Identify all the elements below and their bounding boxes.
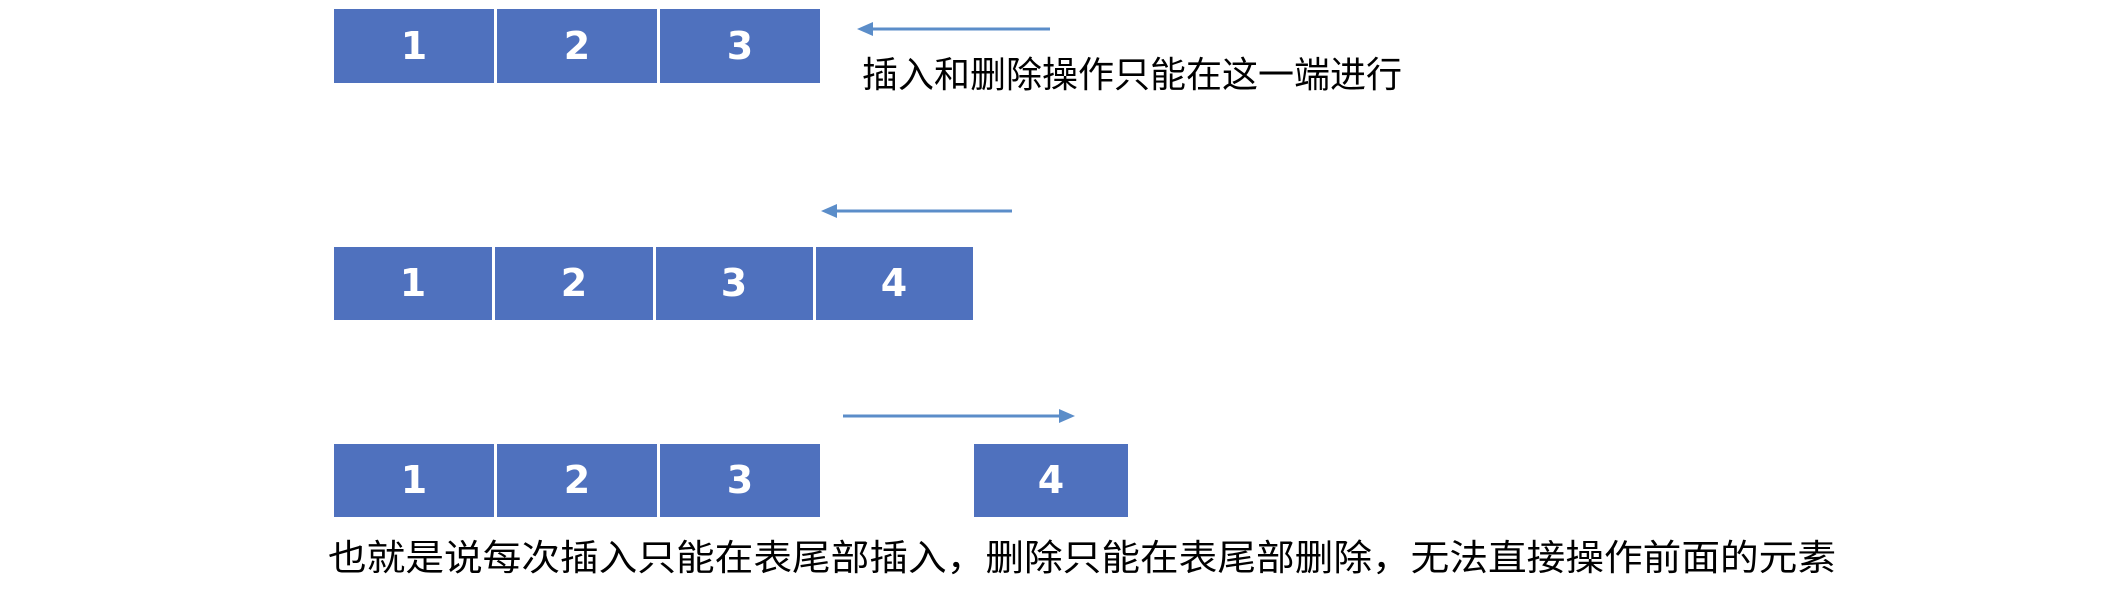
row-1-cell-3-label: 3	[727, 24, 753, 68]
row-3-cell-1-label: 1	[401, 458, 427, 502]
row-3-cell-1	[334, 444, 494, 517]
row-2-cell-2-label: 2	[561, 261, 587, 305]
row-3-arrow-right-icon	[843, 409, 1075, 423]
row-1-cell-2-label: 2	[564, 24, 590, 68]
row-3-detached-cell	[974, 444, 1128, 517]
row-2-cell-3	[656, 247, 813, 320]
row-2: 1 2 3 4	[334, 247, 973, 320]
row-1-arrow-left-icon	[857, 22, 1050, 36]
top-note: 插入和删除操作只能在这一端进行	[862, 55, 1402, 96]
row-3: 1 2 3 4	[334, 444, 1128, 517]
row-2-arrow-left-icon	[821, 204, 1012, 218]
row-2-cell-3-label: 3	[721, 261, 747, 305]
row-3-cell-3	[660, 444, 820, 517]
row-2-cell-1-label: 1	[400, 261, 426, 305]
row-3-cell-2	[497, 444, 657, 517]
bottom-note: 也就是说每次插入只能在表尾部插入，删除只能在表尾部删除，无法直接操作前面的元素	[328, 538, 1836, 579]
row-3-detached-cell-label: 4	[1038, 458, 1064, 502]
row-1-cell-1	[334, 9, 494, 83]
row-2-cell-2	[495, 247, 653, 320]
row-1-cell-2	[497, 9, 657, 83]
row-1-cell-3	[660, 9, 820, 83]
row-2-cell-1	[334, 247, 492, 320]
row-2-cell-4-label: 4	[881, 261, 907, 305]
row-1-cell-1-label: 1	[401, 24, 427, 68]
row-1: 1 2 3	[334, 9, 820, 83]
row-2-cell-4	[816, 247, 973, 320]
row-3-cell-3-label: 3	[727, 458, 753, 502]
row-3-cell-2-label: 2	[564, 458, 590, 502]
